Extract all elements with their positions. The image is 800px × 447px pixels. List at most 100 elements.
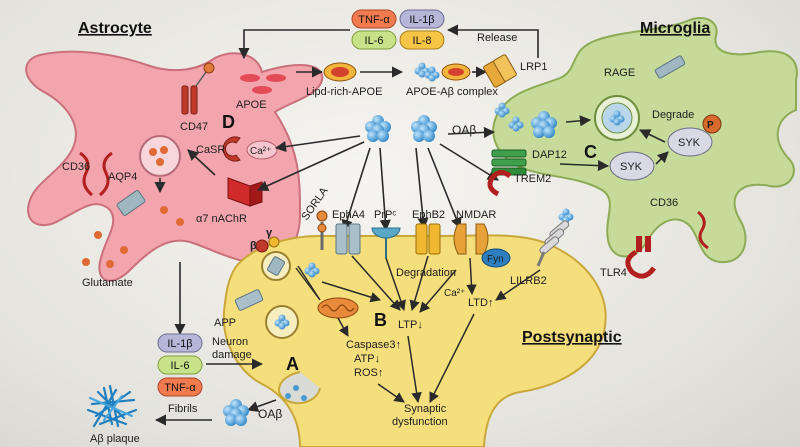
cytokine-il6-left: IL-6 <box>171 360 190 372</box>
app-label: APP <box>214 317 236 329</box>
oab-fanout-arrows <box>256 126 499 232</box>
nmdar-receptor <box>453 223 489 255</box>
microglia-title: Microglia <box>640 20 710 37</box>
ltp-label: LTP↓ <box>398 319 423 331</box>
neuron-vesicle-top <box>261 251 291 281</box>
sorla-receptor <box>316 210 328 250</box>
glutamate-label: Glutamate <box>82 277 133 289</box>
cd36-astro-receptor <box>79 151 113 197</box>
prpc-receptor <box>371 227 401 258</box>
cd47-label: CD47 <box>180 121 208 133</box>
tlr4-label: TLR4 <box>600 267 627 279</box>
gamma-secretase <box>268 236 280 248</box>
section-letter-b: B <box>374 310 387 330</box>
release-label: Release <box>477 32 517 44</box>
postsynaptic-arrows <box>321 255 541 404</box>
cytokine-to-astro-arrow <box>238 29 350 60</box>
ab-plaque-label: Aβ plaque <box>90 433 140 445</box>
phagocytosis-arrow <box>565 115 592 127</box>
cd36-micro-receptor <box>697 210 709 250</box>
app-protein <box>234 289 264 311</box>
ca2-post-label: Ca²⁺ <box>444 288 465 299</box>
casr-label: CaSR <box>196 144 225 156</box>
beta-label: β <box>250 240 257 252</box>
vesicle-link-arrow <box>295 265 321 301</box>
release-arrow <box>446 24 539 58</box>
mitochondrion-icon <box>317 297 359 319</box>
postsynaptic-title: Postsynaptic <box>522 329 622 346</box>
phospho-label: P <box>707 120 714 131</box>
degradation-label: Degradation <box>396 267 456 279</box>
cytokine-il1b-top: IL-1β <box>409 14 434 26</box>
phagosome <box>594 95 640 141</box>
ephb2-receptor <box>415 223 441 255</box>
aqp4-channel <box>116 190 146 216</box>
phospho-badge <box>702 114 722 134</box>
ltd-label: LTD↑ <box>468 297 493 309</box>
neuron-vesicle-bottom <box>265 305 299 339</box>
fibrils-label: Fibrils <box>168 403 198 415</box>
cd47-receptor <box>181 62 215 115</box>
oab-central-oligomers <box>365 115 437 142</box>
ephb2-label: EphB2 <box>412 209 445 221</box>
a7nachr-label: α7 nAChR <box>196 213 247 225</box>
lilrb2-label: LILRB2 <box>510 275 547 287</box>
lipid-apoe-label: Lipd-rich-APOE <box>306 86 382 98</box>
lilrb2-receptor <box>536 208 574 267</box>
synaptic-label-1: Synaptic <box>404 403 447 415</box>
lrp1-label: LRP1 <box>520 61 548 73</box>
cytokine-tnf-left: TNF-α <box>164 382 196 394</box>
neuron-damage-label-1: Neuron <box>212 336 248 348</box>
apoe-complex-label: APOE-Aβ complex <box>406 86 498 98</box>
astro-vesicle <box>139 135 181 177</box>
cytokine-il1b-left: IL-1β <box>167 338 192 350</box>
syk-right-label: SYK <box>678 137 701 149</box>
rage-label: RAGE <box>604 67 635 79</box>
casr-receptor <box>222 136 241 162</box>
ca2-label: Ca²⁺ <box>250 146 271 157</box>
cytokine-group-left: IL-1β IL-6 TNF-α <box>157 333 203 397</box>
apoe-ab-complex-icon <box>414 62 471 82</box>
cd36-astro-label: CD36 <box>62 161 90 173</box>
neuron-damage-label-2: damage <box>212 349 252 361</box>
section-letter-d: D <box>222 112 235 132</box>
degrade-label: Degrade <box>652 109 694 121</box>
released-oab-dots <box>285 385 307 401</box>
trem2-receptor <box>487 170 512 197</box>
nmdar-label: NMDAR <box>456 209 496 221</box>
tlr4-receptor <box>625 236 657 279</box>
caspase3-label: Caspase3↑ <box>346 339 401 351</box>
dap12-to-syk-arrow <box>559 159 610 172</box>
syk-right-node <box>667 127 713 157</box>
section-letter-a: A <box>286 354 299 374</box>
fyn-label: Fyn <box>487 254 504 265</box>
astrocyte-title: Astrocyte <box>78 20 152 37</box>
cytokine-tnf-top: TNF-α <box>358 14 390 26</box>
section-letter-c: C <box>584 142 597 162</box>
beta-secretase <box>255 239 269 253</box>
oab-center-label: OAβ <box>452 123 476 137</box>
syk-left-node <box>609 151 655 181</box>
ab-plaque-icon <box>86 384 138 428</box>
trem2-label: TREM2 <box>514 173 551 185</box>
glutamate-dots <box>82 206 184 268</box>
apoe-label: APOE <box>236 99 267 111</box>
gamma-label: γ <box>266 227 273 239</box>
degrade-arrow <box>638 129 666 143</box>
cd36-micro-label: CD36 <box>650 197 678 209</box>
ros-label: ROS↑ <box>354 367 383 379</box>
prpc-label: PrPᶜ <box>374 209 396 221</box>
oab-bottom-label: OAβ <box>258 407 282 421</box>
epha4-label: EphA4 <box>332 209 365 221</box>
syk-left-label: SYK <box>620 161 643 173</box>
atp-label: ATP↓ <box>354 353 380 365</box>
lipid-apoe-icon <box>323 62 357 82</box>
apoe-vesicles <box>240 74 286 94</box>
cytokine-il8-top: IL-8 <box>413 35 432 47</box>
oab-bottom-oligomer <box>223 399 249 426</box>
syk-activation-arrow <box>655 151 669 165</box>
lrp1-receptor <box>483 54 517 88</box>
fyn-node <box>481 248 511 268</box>
